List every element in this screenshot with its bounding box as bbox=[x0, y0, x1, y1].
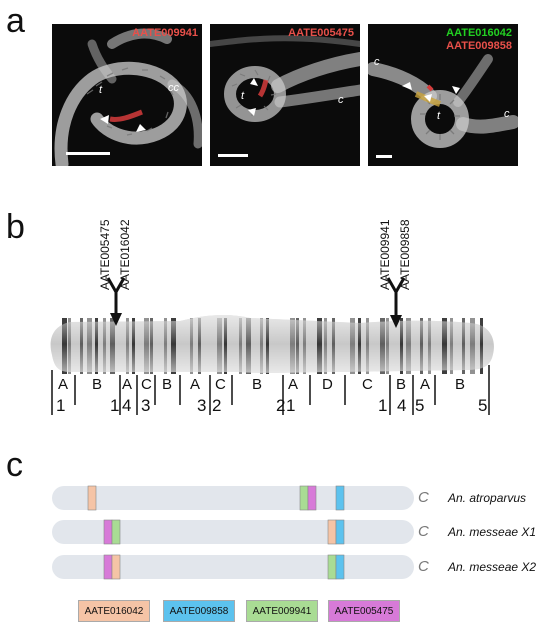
band-number: 4 bbox=[397, 396, 407, 415]
probe-marker bbox=[103, 519, 113, 545]
band-letter: A bbox=[420, 376, 431, 393]
chromosome-bar bbox=[52, 555, 414, 579]
legend-item: AATE005475 bbox=[328, 600, 400, 622]
band-number: 2 bbox=[212, 396, 222, 415]
probe-marker bbox=[111, 554, 121, 580]
map-rows bbox=[52, 485, 414, 580]
band-letter: A bbox=[190, 376, 201, 393]
band-letter: A bbox=[122, 376, 133, 393]
chromosome-bar bbox=[52, 486, 414, 510]
probe-marker bbox=[299, 485, 309, 511]
centromere-label: C bbox=[418, 523, 429, 540]
micrograph-3-image bbox=[368, 54, 518, 158]
band-letter: C bbox=[215, 376, 226, 393]
probe-marker bbox=[335, 485, 345, 511]
micrograph-1-image bbox=[54, 28, 202, 166]
band-letter: A bbox=[288, 376, 299, 393]
band-number: 5 bbox=[415, 396, 425, 415]
band-number: 2 bbox=[276, 396, 286, 415]
legend-item: AATE016042 bbox=[78, 600, 150, 622]
chromosome-bar bbox=[52, 520, 414, 544]
band-number: 1 bbox=[286, 396, 296, 415]
band-number: 1 bbox=[56, 396, 66, 415]
band-number: 4 bbox=[122, 396, 132, 415]
band-number: 1 bbox=[110, 396, 120, 415]
band-letter: C bbox=[141, 376, 152, 393]
panel-label-b: b bbox=[6, 208, 25, 246]
band-letter: B bbox=[396, 376, 407, 393]
band-letter: D bbox=[322, 376, 333, 393]
micrograph-2-image bbox=[210, 35, 360, 157]
band-letter: C bbox=[362, 376, 373, 393]
micrograph-3-annot-t: t bbox=[437, 110, 441, 122]
micrograph-1-annot-t: t bbox=[99, 84, 103, 96]
probe-marker bbox=[335, 554, 345, 580]
probe-marker bbox=[307, 485, 317, 511]
species-label: An. atroparvus bbox=[448, 491, 527, 505]
micrograph-3-probe-label-red: AATE009858 bbox=[446, 40, 512, 52]
band-letter: A bbox=[58, 376, 69, 393]
micrograph-2-annot-c: c bbox=[338, 94, 344, 106]
probe-marker bbox=[103, 554, 113, 580]
probe-marker bbox=[327, 554, 337, 580]
band-number: 3 bbox=[141, 396, 151, 415]
panel-label-a: a bbox=[6, 2, 25, 40]
band-number: 3 bbox=[197, 396, 207, 415]
micrograph-3-annot-c-left: c bbox=[374, 56, 380, 68]
micrograph-1: AATE009941 t cc bbox=[52, 24, 202, 166]
chromosome-image bbox=[50, 277, 494, 415]
micrograph-2-annot-t: t bbox=[241, 90, 245, 102]
chromosome-figure: AATE005475 AATE016042 AATE009941 AATE009… bbox=[40, 200, 540, 425]
micrograph-3-annot-c-right: c bbox=[504, 108, 510, 120]
centromere-label: C bbox=[418, 558, 429, 575]
band-letter: B bbox=[92, 376, 103, 393]
probe-marker bbox=[335, 519, 345, 545]
legend-item: AATE009941 bbox=[246, 600, 318, 622]
probe-marker bbox=[111, 519, 121, 545]
band-letter: B bbox=[455, 376, 466, 393]
micrograph-1-probe-label: AATE009941 bbox=[132, 27, 198, 39]
micrograph-3: AATE016042 AATE009858 c t c bbox=[368, 24, 518, 166]
probe-marker bbox=[327, 519, 337, 545]
species-label: An. messeae X1 bbox=[448, 525, 537, 539]
panel-label-c: c bbox=[6, 446, 23, 484]
micrograph-2-probe-label: AATE005475 bbox=[288, 27, 354, 39]
micrograph-2: AATE005475 t c bbox=[210, 24, 360, 166]
centromere-label: C bbox=[418, 489, 429, 506]
micrograph-3-probe-label-green: AATE016042 bbox=[446, 27, 512, 39]
legend-item: AATE009858 bbox=[163, 600, 235, 622]
probe-marker bbox=[87, 485, 97, 511]
band-number: 5 bbox=[478, 396, 488, 415]
band-letter: B bbox=[252, 376, 263, 393]
band-number: 1 bbox=[378, 396, 388, 415]
micrograph-1-annot-cc: cc bbox=[168, 82, 179, 94]
band-letter: B bbox=[162, 376, 173, 393]
species-label: An. messeae X2 bbox=[448, 560, 537, 574]
